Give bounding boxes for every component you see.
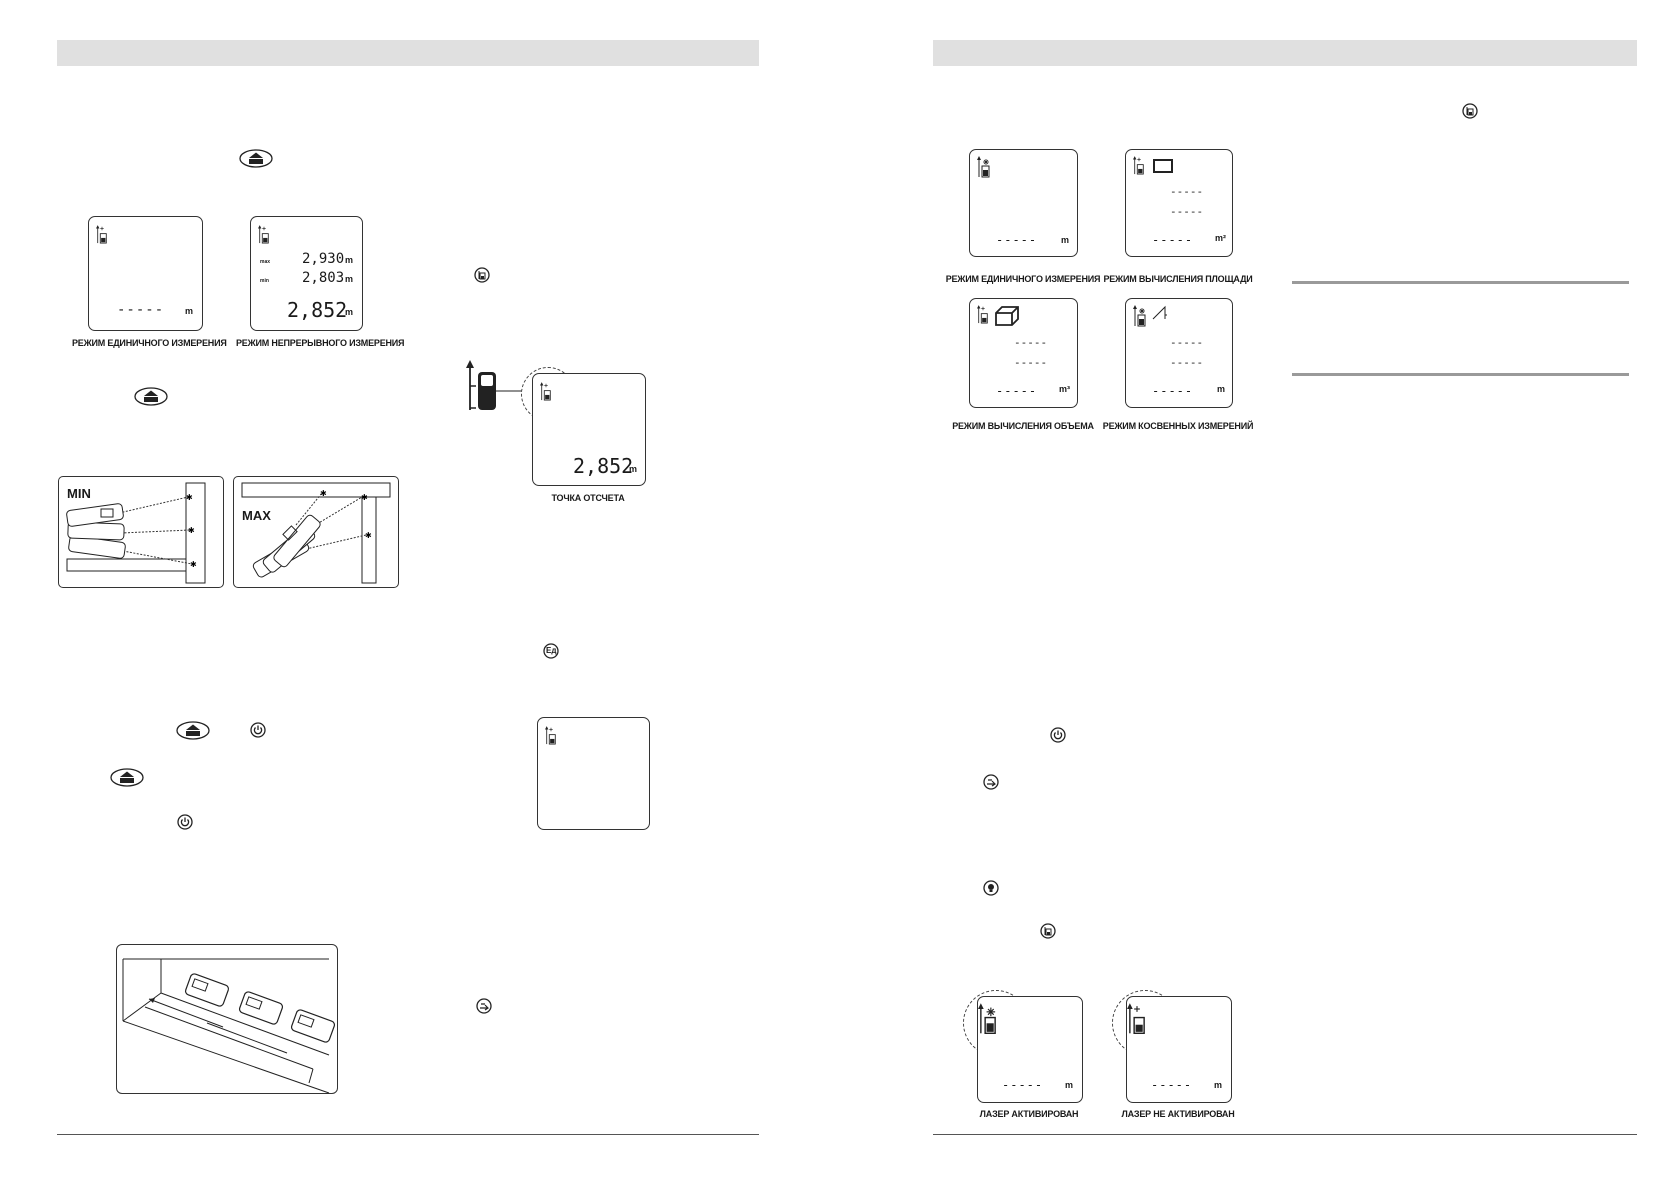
indirect-a-value: ----- (1170, 336, 1204, 349)
svg-text:✱: ✱ (365, 531, 372, 540)
lcd-dash-value: ----- (996, 233, 1038, 247)
measure-button-icon (134, 387, 168, 406)
memory-button-icon (476, 998, 492, 1014)
note-rule-bottom (1292, 373, 1629, 376)
min-diagram: ✱ ✱ ✱ (66, 482, 206, 584)
caption-indirect-mode: РЕЖИМ КОСВЕННЫХ ИЗМЕРЕНИЙ (1102, 421, 1254, 431)
lcd-unit: m (185, 306, 194, 316)
svg-text:✱: ✱ (188, 526, 195, 535)
lcd-laser-on: ----- m (977, 996, 1083, 1103)
laser-on-device-icon (978, 1003, 998, 1035)
units-button-icon: Ед (543, 643, 559, 659)
laser-on-device-icon (977, 156, 991, 178)
lcd-blank (537, 717, 650, 830)
lcd-reference-point: 2,852 m (532, 373, 646, 486)
caption-laser-off: ЛАЗЕР НЕ АКТИВИРОВАН (1121, 1109, 1235, 1119)
min-range-illustration: MIN ✱ ✱ ✱ (58, 476, 224, 588)
volume-length-value: ----- (1014, 336, 1048, 349)
right-header-band (933, 40, 1637, 66)
max-label: max (260, 259, 271, 265)
lcd-unit: m (1061, 235, 1070, 245)
min-label: min (260, 278, 269, 284)
laser-device-icon (258, 225, 270, 244)
indirect-b-value: ----- (1170, 356, 1204, 369)
backlight-button-icon (983, 880, 999, 896)
lcd-area-mode: ----- ----- ----- m² (1125, 149, 1233, 257)
units-button-label: Ед (546, 646, 557, 655)
svg-text:✱: ✱ (186, 493, 193, 502)
lcd-dash-value: ----- (117, 302, 165, 318)
max-value: 2,930 (302, 251, 345, 267)
volume-unit: m³ (1059, 384, 1070, 394)
laser-off-device-icon (1127, 1003, 1147, 1035)
indirect-unit: m (1217, 384, 1226, 394)
lcd-volume-mode: ----- ----- ----- m³ (969, 298, 1078, 408)
volume-width-value: ----- (1014, 356, 1048, 369)
caption-laser-on: ЛАЗЕР АКТИВИРОВАН (979, 1109, 1079, 1119)
lcd-single-mode: ----- m (969, 149, 1078, 257)
right-footer-rule (933, 1134, 1637, 1135)
caption-single-mode: РЕЖИМ ЕДИНИЧНОГО ИЗМЕРЕНИЯ (945, 274, 1101, 284)
laser-device-icon (540, 382, 552, 401)
laser-device-icon (1133, 156, 1145, 175)
lcd-indirect-mode: ----- ----- ----- m (1125, 298, 1233, 408)
svg-text:✱: ✱ (320, 489, 327, 498)
note-rule-top (1292, 281, 1629, 284)
caption-area-mode: РЕЖИМ ВЫЧИСЛЕНИЯ ПЛОЩАДИ (1103, 274, 1253, 284)
lcd-dash-value: ----- (1002, 1078, 1044, 1092)
caption-volume-mode: РЕЖИМ ВЫЧИСЛЕНИЯ ОБЪЕМА (952, 421, 1094, 431)
main-unit: m (345, 307, 354, 317)
lcd-laser-off: ----- m (1126, 996, 1232, 1103)
min-value: 2,803 (302, 270, 345, 286)
memory-button-icon (983, 774, 999, 790)
lcd-dash-value: ----- (1151, 1078, 1193, 1092)
left-footer-rule (57, 1134, 759, 1135)
area-result-value: ----- (1152, 233, 1194, 247)
laser-on-device-icon (1133, 305, 1147, 327)
volume-result-value: ----- (996, 384, 1038, 398)
svg-text:✱: ✱ (361, 493, 368, 502)
caption-single-mode: РЕЖИМ ЕДИНИЧНОГО ИЗМЕРЕНИЯ (72, 338, 227, 348)
continuous-measure-illustration (116, 944, 338, 1094)
area-unit: m² (1215, 233, 1226, 243)
indirect-result-value: ----- (1152, 384, 1194, 398)
power-clear-icon (250, 722, 266, 738)
min-label: MIN (67, 486, 91, 501)
area-rectangle-icon (1152, 158, 1176, 174)
reference-device-graphic (464, 360, 524, 412)
caption-continuous-mode: РЕЖИМ НЕПРЕРЫВНОГО ИЗМЕРЕНИЯ (236, 338, 405, 348)
reference-point-button-icon (1462, 103, 1478, 119)
power-clear-icon (177, 814, 193, 830)
triangle-icon (1151, 305, 1169, 321)
volume-box-icon (994, 305, 1022, 326)
measure-button-icon (176, 721, 210, 740)
max-unit: m (345, 255, 354, 265)
reference-value: 2,852 (573, 454, 634, 478)
laser-device-icon (977, 305, 989, 324)
left-header-band (57, 40, 759, 66)
measure-button-icon (239, 149, 273, 168)
reference-point-button-icon (474, 267, 490, 283)
lcd-single-mode: ----- m (88, 216, 203, 331)
power-clear-icon (1050, 727, 1066, 743)
lcd-unit: m (1065, 1080, 1074, 1090)
area-length-value: ----- (1170, 185, 1204, 198)
main-value: 2,852 (287, 298, 348, 322)
caption-reference-point: ТОЧКА ОТСЧЕТА (551, 493, 625, 503)
continuous-diagram (122, 958, 336, 1094)
laser-device-icon (96, 225, 108, 244)
lcd-unit: m (1214, 1080, 1223, 1090)
max-label: MAX (242, 508, 271, 523)
laser-device-icon (545, 726, 557, 745)
measure-button-icon (110, 768, 144, 787)
laser-button-icon (1040, 923, 1056, 939)
area-width-value: ----- (1170, 205, 1204, 218)
max-range-illustration: MAX ✱ ✱ ✱ (233, 476, 399, 588)
svg-text:✱: ✱ (190, 560, 197, 569)
lcd-continuous-mode: max 2,930 m min 2,803 m 2,852 m (250, 216, 363, 331)
min-unit: m (345, 274, 354, 284)
reference-unit: m (629, 464, 638, 474)
max-diagram: ✱ ✱ ✱ (241, 482, 391, 584)
